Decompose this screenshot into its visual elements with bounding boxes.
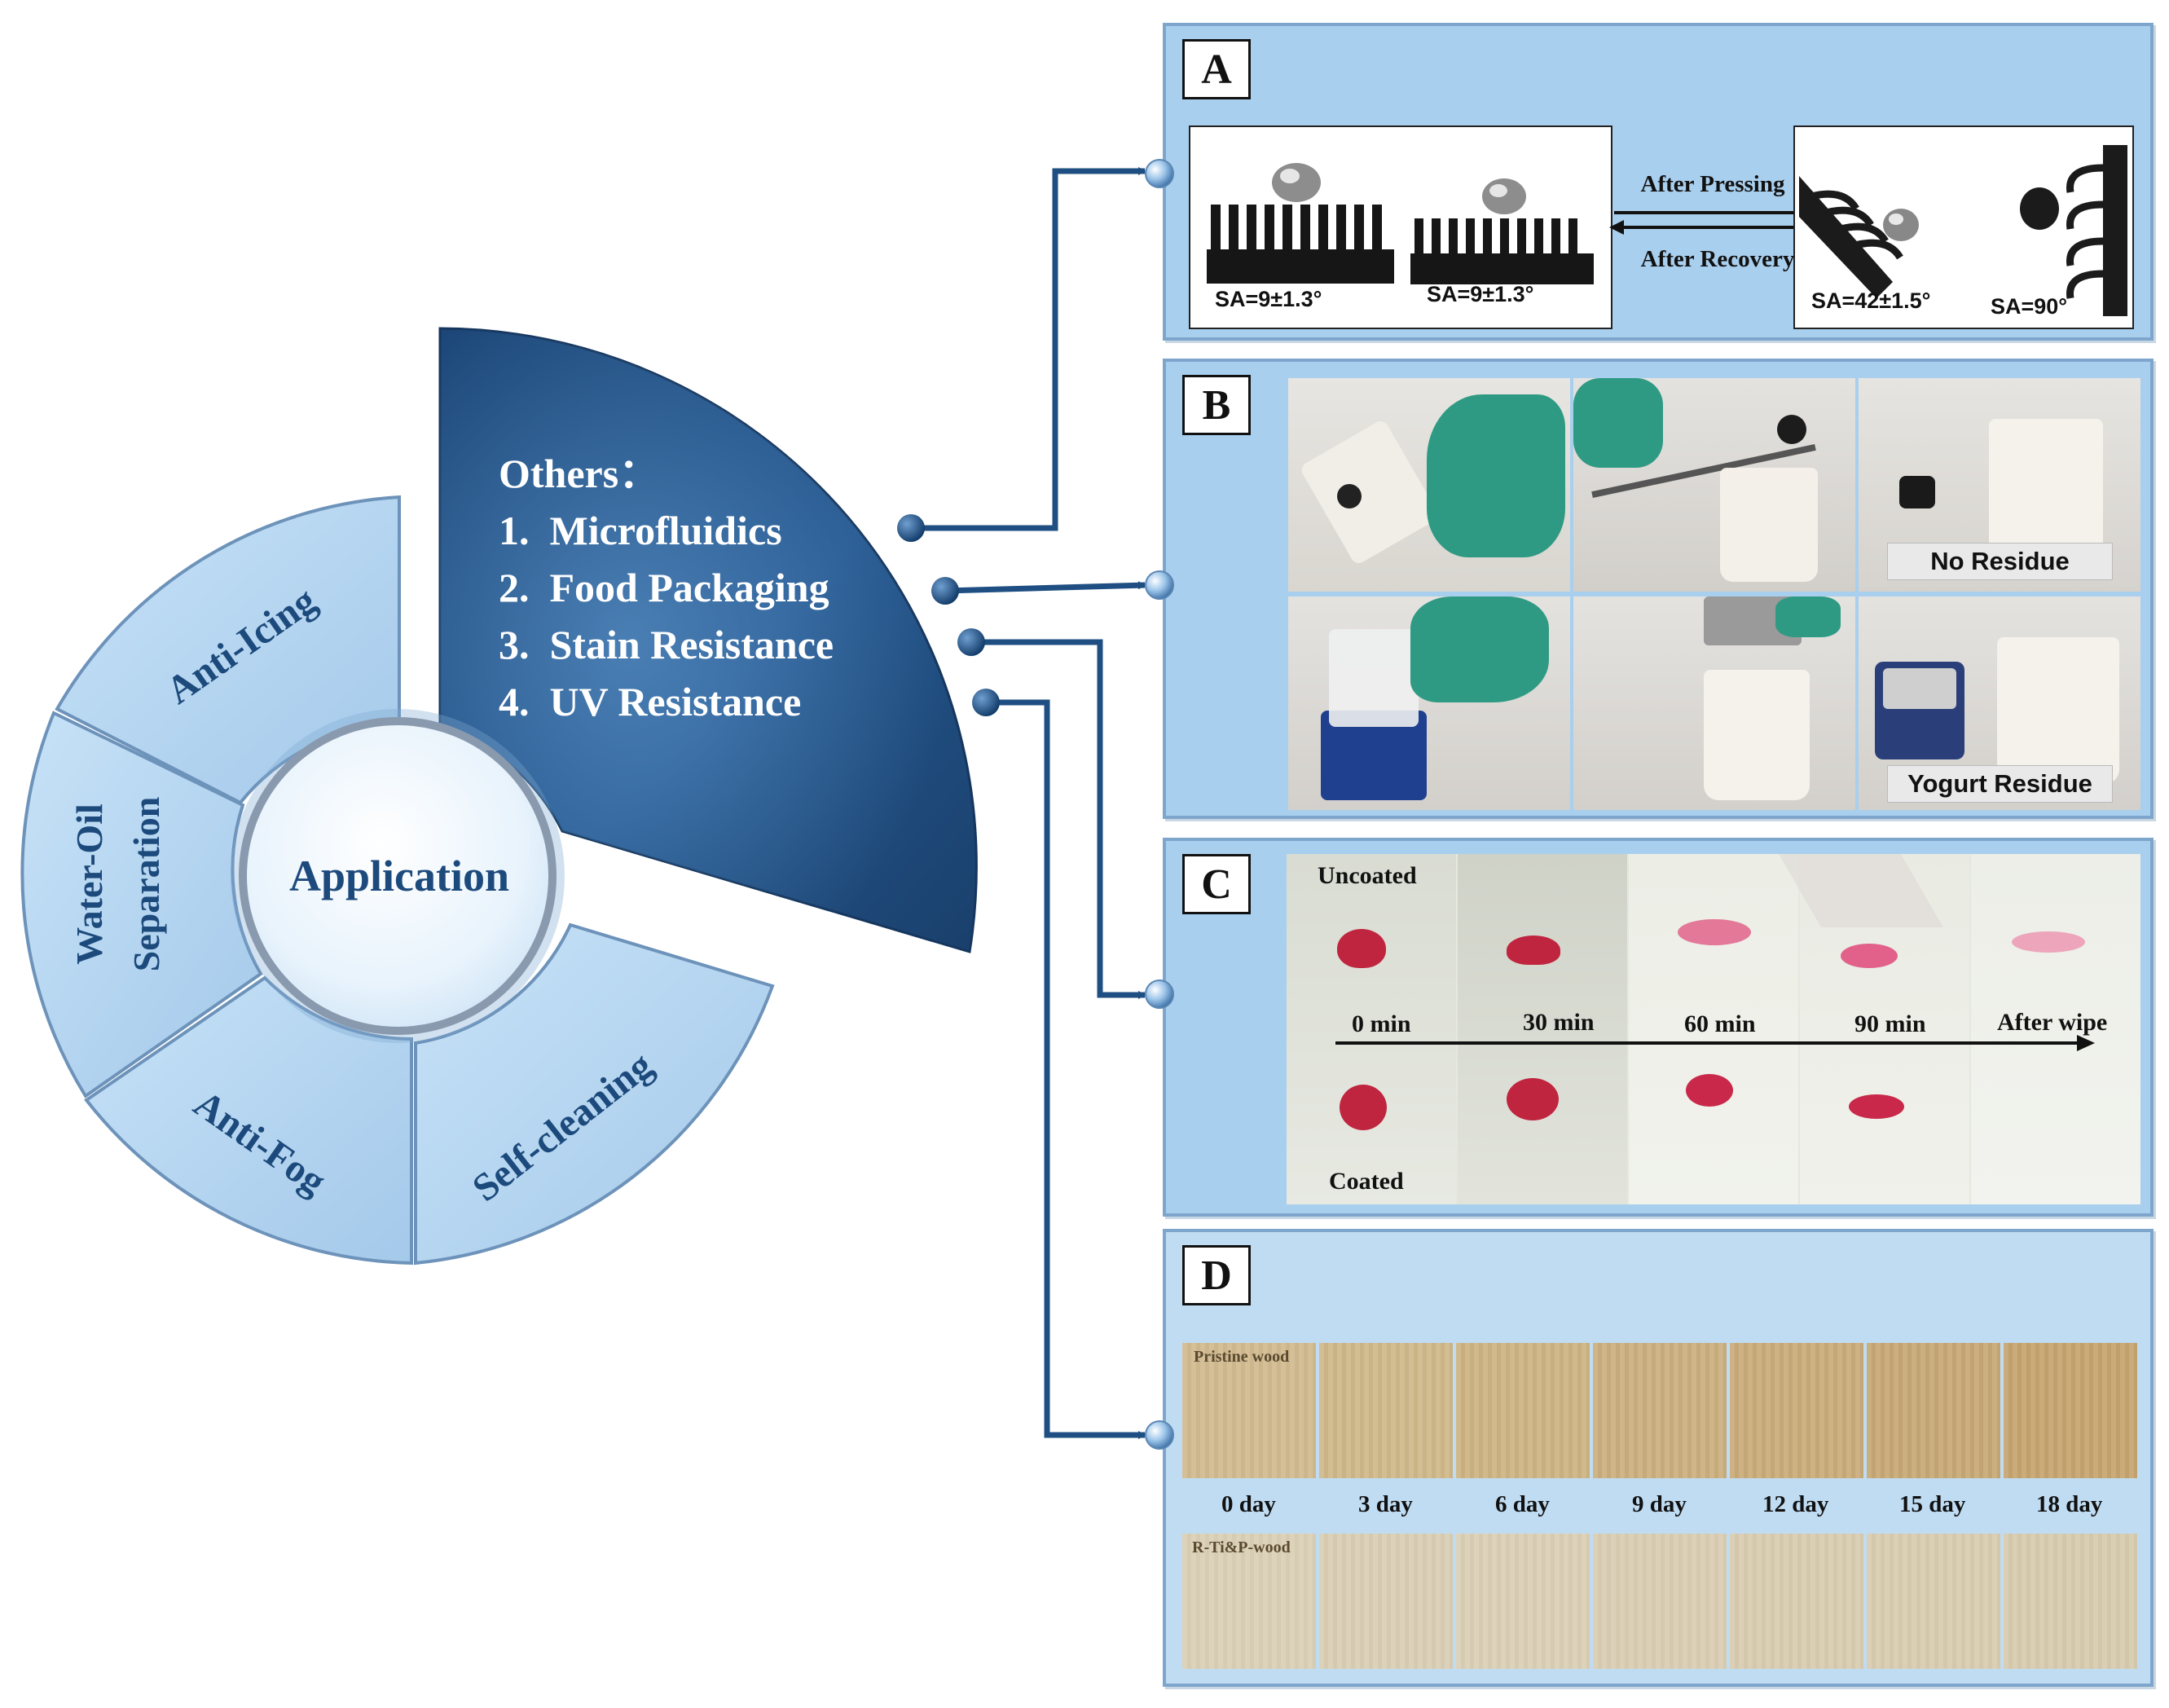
time-60: 60 min	[1684, 1010, 1756, 1037]
panel-c: C Uncoated Coated	[1163, 838, 2154, 1217]
double-arrow	[1609, 205, 1816, 235]
connector-ball-b	[1145, 570, 1174, 600]
connector-a	[911, 167, 1146, 531]
day-9: 9 day	[1632, 1491, 1687, 1517]
sa-label-1: SA=9±1.3°	[1215, 287, 1322, 311]
connector-dot-b	[931, 577, 959, 605]
photo-b1	[1288, 378, 1570, 592]
yogurt-residue-label: Yogurt Residue	[1887, 765, 2113, 803]
no-residue-label: No Residue	[1887, 543, 2113, 580]
day-6: 6 day	[1495, 1491, 1550, 1517]
center-circle	[239, 717, 557, 1035]
others-item-4: 4. UV Resistance	[499, 679, 801, 724]
connector-dot-c	[957, 628, 985, 656]
segment-water-oil	[20, 711, 263, 1098]
segment-self-cleaning	[414, 922, 775, 1266]
pillar-surface-illustration	[1207, 163, 1594, 284]
connector-ball-c	[1145, 979, 1174, 1009]
coated-label: Coated	[1329, 1168, 1404, 1195]
panel-d: D Pristine wood 0 day 3 day 6 day 9 day …	[1163, 1229, 2154, 1687]
time-0: 0 min	[1352, 1010, 1411, 1037]
after-pressing-label: After Pressing	[1640, 171, 1785, 197]
sa-label-2: SA=9±1.3°	[1427, 282, 1534, 306]
uncoated-label: Uncoated	[1318, 862, 1417, 889]
sa-label-3: SA=42±1.5°	[1811, 288, 1931, 313]
stain-photo-strip: Uncoated Coated 0 min 30 min 60 min 90 m…	[1287, 854, 2140, 1204]
wood-row-pristine: Pristine wood	[1182, 1343, 2137, 1478]
connector-dot-a	[897, 514, 925, 542]
connector-b	[944, 581, 1146, 594]
panel-a: A	[1163, 23, 2154, 341]
time-30: 30 min	[1523, 1009, 1595, 1036]
panel-a-letter: A	[1182, 39, 1251, 99]
day-12: 12 day	[1762, 1491, 1829, 1517]
label-separation: Separation	[125, 797, 167, 972]
bent-pillars-illustration	[1799, 145, 2127, 316]
connector-c	[971, 639, 1146, 999]
connectors	[911, 167, 1146, 1439]
time-arrow	[1335, 1035, 2095, 1051]
day-18: 18 day	[2036, 1491, 2103, 1517]
panel-c-letter: C	[1182, 854, 1251, 914]
treated-wood-label: R-Ti&P-wood	[1192, 1539, 1291, 1556]
time-after-wipe: After wipe	[1997, 1009, 2108, 1036]
photo-b5	[1573, 596, 1855, 810]
connector-dot-d	[972, 689, 1000, 716]
others-title: Others：	[499, 451, 659, 496]
after-recovery-label: After Recovery	[1640, 246, 1795, 272]
pristine-wood-label: Pristine wood	[1194, 1348, 1290, 1366]
others-item-2: 2. Food Packaging	[499, 565, 829, 610]
others-item-1: 1. Microfluidics	[499, 508, 782, 553]
others-glow	[440, 328, 977, 952]
time-90: 90 min	[1854, 1010, 1926, 1037]
panel-b-letter: B	[1182, 375, 1251, 435]
day-0: 0 day	[1221, 1491, 1276, 1517]
day-15: 15 day	[1899, 1491, 1966, 1517]
day-3: 3 day	[1358, 1491, 1413, 1517]
sa-label-4: SA=90°	[1991, 294, 2068, 319]
others-item-3: 3. Stain Resistance	[499, 622, 834, 667]
connector-ball-a	[1145, 159, 1174, 188]
wood-row-treated: R-Ti&P-wood	[1182, 1534, 2137, 1669]
photo-b2	[1573, 378, 1855, 592]
center-label: Application	[289, 852, 509, 900]
panel-d-letter: D	[1182, 1245, 1251, 1305]
connector-ball-d	[1145, 1420, 1174, 1450]
connector-d	[986, 699, 1146, 1439]
panel-a-image-left: SA=9±1.3° SA=9±1.3°	[1189, 125, 1612, 329]
segment-anti-fog	[84, 975, 413, 1266]
label-water-oil: Water-Oil	[68, 803, 110, 965]
panel-a-image-right: SA=42±1.5° SA=90°	[1793, 125, 2134, 329]
panel-b: B No Residue	[1163, 359, 2154, 819]
photo-b4	[1288, 596, 1570, 810]
